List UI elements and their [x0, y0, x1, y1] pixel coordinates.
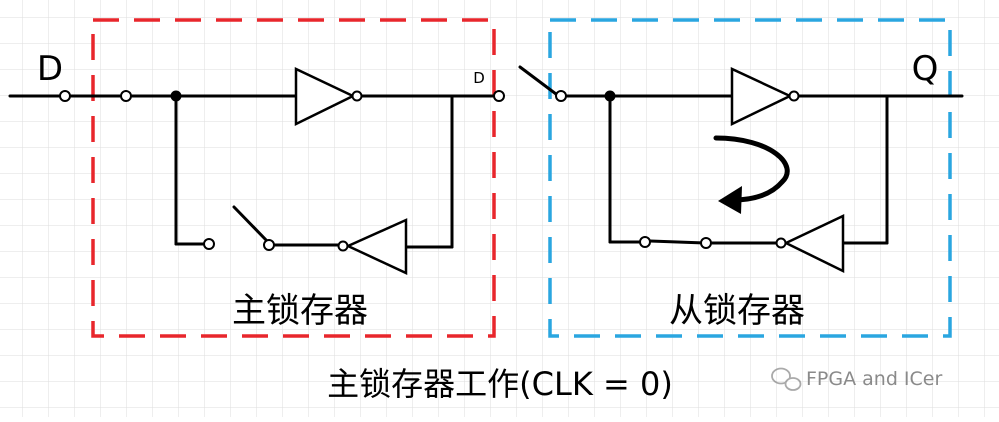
master-terminals	[59, 90, 505, 252]
slave-terminals	[555, 90, 800, 249]
output-label: Q	[912, 49, 939, 89]
master-junction-dot	[170, 90, 182, 102]
diagram-caption: 主锁存器工作(CLK = 0)	[327, 365, 673, 403]
input-label: D	[37, 49, 63, 89]
slave-junction-dot	[604, 90, 616, 102]
master-latch-box	[91, 18, 496, 338]
slave-latch-box	[548, 18, 952, 338]
watermark-text: FPGA and ICer	[806, 368, 942, 390]
master-node-label: D	[473, 69, 485, 87]
slave-circuit	[518, 65, 964, 245]
wechat-logo-icon	[771, 367, 802, 391]
slave-input-switch	[518, 65, 558, 96]
feedback-arrow-curve	[713, 135, 790, 203]
slave-feedback-switch	[648, 239, 707, 245]
master-circuit	[8, 94, 496, 249]
slave-forward-inverter	[730, 67, 793, 126]
slave-feedback-inverter	[783, 214, 845, 274]
master-forward-inverter	[294, 67, 356, 127]
feedback-arrow-icon	[718, 186, 742, 214]
master-feedback-inverter	[344, 218, 408, 275]
master-feedback-switch	[232, 205, 270, 244]
master-latch-label: 主锁存器	[232, 291, 368, 331]
slave-latch-label: 从锁存器	[669, 291, 805, 331]
